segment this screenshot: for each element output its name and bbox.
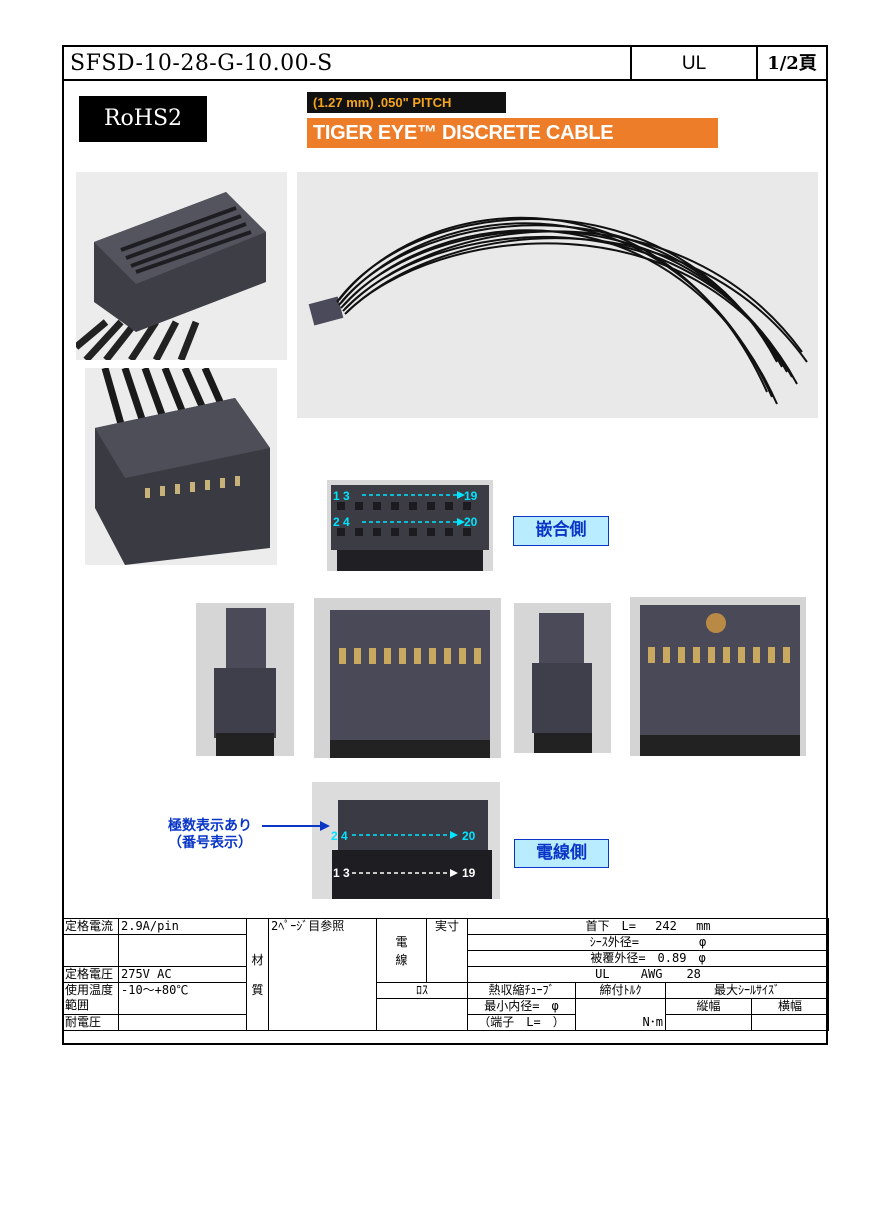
max-seal-label: 最大ｼｰﾙｻｲｽﾞ bbox=[664, 982, 830, 999]
mating-side-label: 嵌合側 bbox=[513, 516, 609, 546]
material-value: 2ﾍﾟｰｼﾞ目参照 bbox=[268, 918, 377, 1031]
pin-label-20-wire: 20 bbox=[462, 829, 476, 843]
rated-voltage-value: 275V AC bbox=[118, 966, 247, 983]
wire-label: 電 線 bbox=[376, 918, 427, 983]
insulation-od: 被覆外径= 0.89 φ bbox=[466, 950, 830, 967]
cable-assembly-photo bbox=[297, 172, 818, 418]
heat-shrink-label: 熱収縮ﾁｭｰﾌﾞ bbox=[467, 982, 576, 999]
rear-view-photo bbox=[630, 597, 806, 756]
connector-photo-angle-2 bbox=[85, 368, 277, 565]
terminal-length: （端子 L= ） bbox=[467, 1014, 576, 1031]
polarity-note: 極数表示あり （番号表示） bbox=[150, 818, 270, 852]
sheath-od: ｼｰｽ外径= φ bbox=[466, 934, 830, 951]
pin-label-2-4-wire: 2 4 bbox=[331, 829, 348, 843]
loss-label: ﾛｽ bbox=[376, 982, 468, 999]
temp-value: -10～+80℃ bbox=[118, 982, 247, 1015]
wire-label-2: 線 bbox=[395, 952, 408, 967]
pitch-banner: (1.27 mm) .050" PITCH bbox=[307, 92, 506, 113]
torque-label: 締付ﾄﾙｸ bbox=[575, 982, 666, 999]
side-view-photo-2 bbox=[514, 603, 611, 753]
temp-label-2: 範囲 bbox=[65, 998, 90, 1012]
seal-height-label: 縦幅 bbox=[665, 998, 752, 1015]
rated-current-label: 定格電流 bbox=[62, 918, 119, 935]
wire-side-photo bbox=[312, 782, 500, 899]
material-label-2: 質 bbox=[251, 982, 264, 997]
polarity-note-line-2: （番号表示） bbox=[168, 835, 252, 851]
pin-label-2-4: 2 4 bbox=[333, 515, 350, 529]
material-label-1: 材 bbox=[251, 952, 264, 967]
side-view-photo-1 bbox=[196, 603, 294, 756]
neck-length: 首下 L= 242 mm bbox=[466, 918, 830, 935]
pin-label-1-3: 1 3 bbox=[333, 489, 350, 503]
pin-label-19: 19 bbox=[464, 489, 478, 503]
mating-face-photo bbox=[327, 480, 493, 571]
actual-size-label: 実寸 bbox=[426, 918, 468, 983]
wire-side-label: 電線側 bbox=[514, 839, 609, 868]
withstand-voltage-label: 耐電圧 bbox=[62, 1014, 119, 1031]
pin-label-19-wire: 19 bbox=[462, 866, 476, 880]
torque-unit: N･m bbox=[575, 998, 666, 1031]
title-bar: SFSD-10-28-G-10.00-S UL 1/2頁 bbox=[62, 45, 828, 81]
polarity-note-line-1: 極数表示あり bbox=[168, 818, 252, 834]
connector-photo-angle-1 bbox=[76, 172, 287, 360]
seal-width-label: 横幅 bbox=[750, 998, 830, 1015]
part-number: SFSD-10-28-G-10.00-S bbox=[64, 47, 632, 79]
pin-label-1-3-wire: 1 3 bbox=[333, 866, 350, 880]
rohs-badge: RoHS2 bbox=[79, 96, 207, 142]
material-label: 材 質 bbox=[246, 918, 269, 1031]
min-inner-diameter: 最小内径= φ bbox=[467, 998, 576, 1015]
rated-voltage-label: 定格電圧 bbox=[62, 966, 119, 983]
wire-label-1: 電 bbox=[395, 934, 408, 949]
ul-awg: UL AWG 28 bbox=[466, 966, 830, 983]
page-number: 1/2頁 bbox=[767, 53, 817, 74]
rated-current-value: 2.9A/pin bbox=[118, 918, 247, 935]
front-view-photo bbox=[314, 598, 501, 758]
pin-label-20: 20 bbox=[464, 515, 478, 529]
product-banner: TIGER EYE™ DISCRETE CABLE ASSEMBLY bbox=[307, 118, 718, 174]
temp-label: 使用温度 範囲 bbox=[62, 982, 119, 1015]
spec-table: 定格電流 2.9A/pin 材 質 2ﾍﾟｰｼﾞ目参照 電 線 実寸 首下 L=… bbox=[62, 918, 830, 1031]
temp-label-1: 使用温度 bbox=[65, 983, 114, 998]
ul-mark: UL bbox=[632, 47, 758, 79]
polarity-arrow bbox=[262, 821, 330, 831]
